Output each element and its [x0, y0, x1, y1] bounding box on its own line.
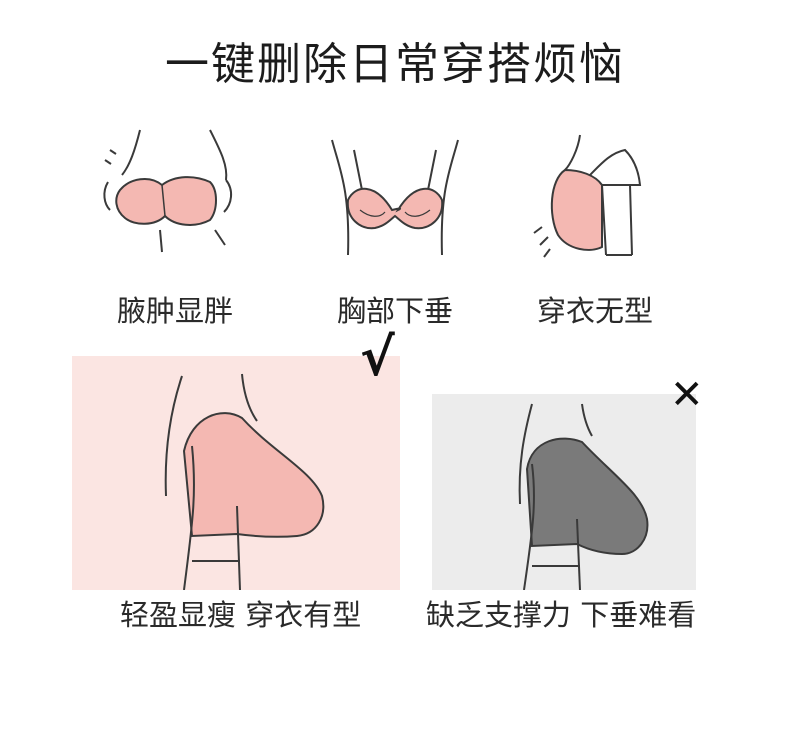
problem-label-sagging: 胸部下垂 — [336, 294, 453, 328]
problem-label-shapeless: 穿衣无型 — [536, 294, 653, 328]
check-mark-icon: √ — [360, 328, 395, 388]
good-caption: 轻盈显瘦 穿衣有型 — [120, 598, 362, 632]
bad-example-panel — [432, 394, 696, 591]
cross-mark-icon: ✕ — [670, 372, 704, 418]
bad-caption: 缺乏支撑力 下垂难看 — [426, 598, 697, 632]
page-title: 一键删除日常穿搭烦恼 — [165, 39, 625, 90]
shapeless-profile-icon — [520, 125, 670, 265]
problem-label-side-fat: 腋肿显胖 — [116, 294, 233, 328]
side-fat-bra-icon — [100, 120, 250, 260]
supportive-bra-illustration — [164, 373, 325, 591]
sagging-bra-illustration — [518, 403, 649, 591]
sagging-chest-bra-icon — [320, 130, 470, 260]
good-example-panel — [72, 356, 400, 591]
